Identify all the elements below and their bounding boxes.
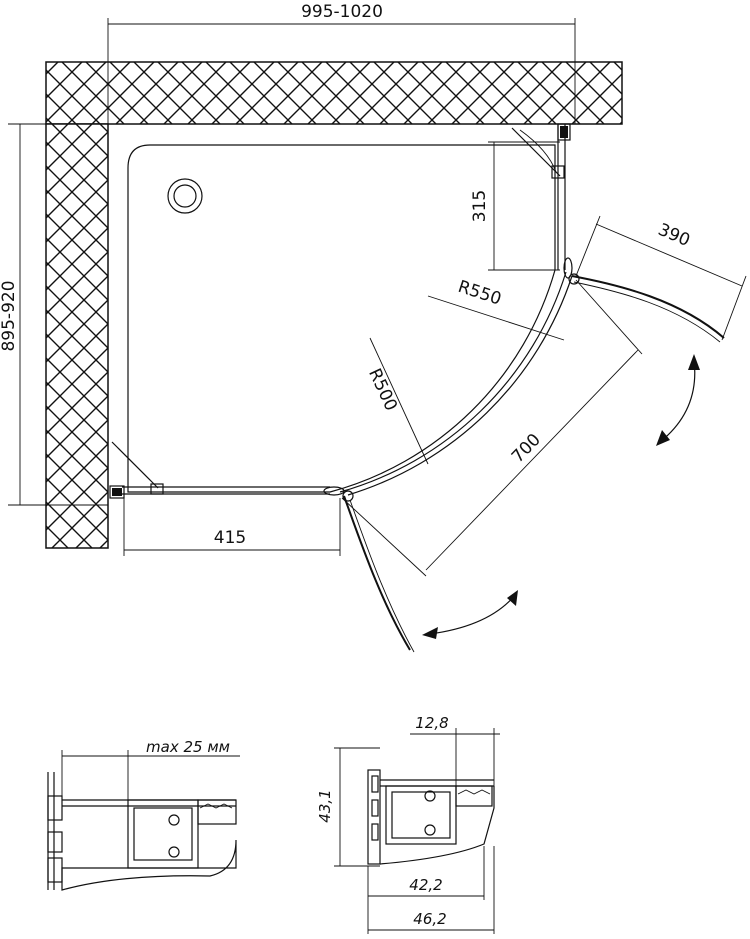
dim-43-1-label: 43,1 [316, 789, 334, 822]
dimension-door-width: 390 [575, 215, 747, 341]
dim-12-8-label: 12,8 [415, 714, 448, 732]
dim-415-label: 415 [214, 528, 246, 548]
door-closed-curve-inner [347, 275, 573, 496]
dim-r500-label: R500 [364, 366, 401, 415]
dimension-diagonal: 700 [341, 279, 643, 577]
dim-315-label: 315 [470, 190, 490, 222]
door-open-right-inner [573, 281, 721, 343]
dim-r550-label: R550 [455, 277, 503, 310]
rotation-arrow-icon [422, 590, 518, 639]
wall-hatch [45, 61, 623, 549]
dimension-radius-inner: R500 [364, 337, 429, 465]
profile-left-detail: max 25 мм [47, 738, 240, 891]
dimension-width: 995-1020 [107, 2, 576, 124]
door-open-bottom-inner [349, 499, 415, 653]
door-closed-curve [339, 271, 567, 493]
dim-42-2-label: 42,2 [409, 876, 442, 894]
drain-icon [167, 178, 203, 214]
door-open-right [571, 275, 725, 339]
rotation-arrow-icon [656, 354, 700, 446]
max-label: max 25 мм [146, 738, 230, 756]
door-open-bottom [343, 495, 411, 651]
dim-390-label: 390 [655, 220, 693, 251]
hinge-right [568, 273, 580, 285]
dim-width-label: 995-1020 [301, 2, 383, 22]
shower-tray-outline [127, 144, 556, 493]
dim-height-label: 895-920 [0, 280, 19, 351]
hinge-bottom [342, 490, 354, 502]
profile-right-detail: 12,8 43,1 42,2 46,2 [316, 714, 500, 934]
dimension-bottom-width: 415 [123, 498, 341, 556]
fixed-panel-bottom [109, 441, 345, 499]
dimension-door-depth: 315 [470, 141, 560, 271]
fixed-panel-right [511, 123, 573, 279]
dim-46-2-label: 46,2 [413, 910, 446, 928]
dimension-radius-outer: R550 [427, 277, 565, 341]
dim-700-label: 700 [508, 430, 545, 467]
dimension-height: 895-920 [0, 123, 108, 506]
